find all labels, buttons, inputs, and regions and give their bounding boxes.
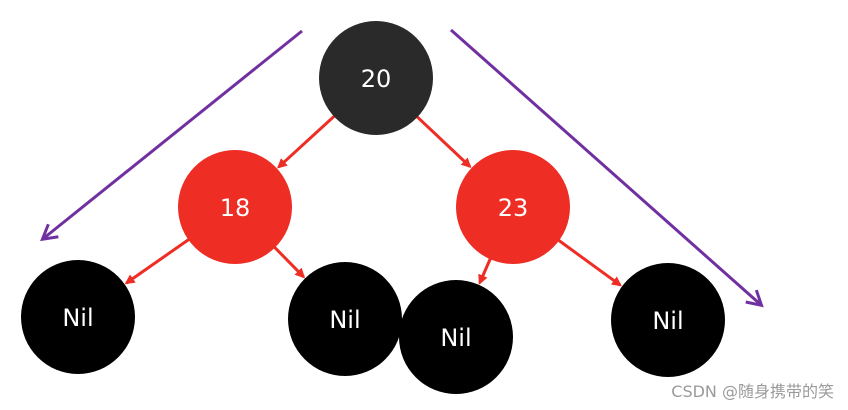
node-circle [319,21,433,135]
edge-n23-nil4 [556,238,622,287]
node-label: Nil [62,304,93,332]
edge-n20-n18 [277,113,337,169]
node-circle [456,150,570,264]
node-circle [288,262,402,376]
edge-n20-n23 [414,114,472,168]
node-nil3: Nil [399,280,513,394]
node-label: Nil [652,307,683,335]
watermark: CSDN @随身携带的笑 [671,382,834,401]
node-n18: 18 [178,150,292,264]
edge-n18-nil1 [124,237,191,285]
tree-edges [124,113,622,287]
node-n23: 23 [456,150,570,264]
node-circle [178,150,292,264]
node-circle [399,280,513,394]
edge-n23-nil3 [478,256,493,285]
right-guide-arrow [450,28,764,308]
node-n20: 20 [319,21,433,135]
node-label: 20 [361,65,392,93]
node-nil4: Nil [611,263,725,377]
node-label: 18 [220,194,251,222]
node-label: Nil [440,324,471,352]
edge-n18-nil2 [272,245,306,279]
node-nil2: Nil [288,262,402,376]
node-circle [611,263,725,377]
node-circle [21,260,135,374]
left-guide-arrow [40,29,303,242]
node-label: 23 [498,194,529,222]
node-nil1: Nil [21,260,135,374]
node-label: Nil [329,306,360,334]
